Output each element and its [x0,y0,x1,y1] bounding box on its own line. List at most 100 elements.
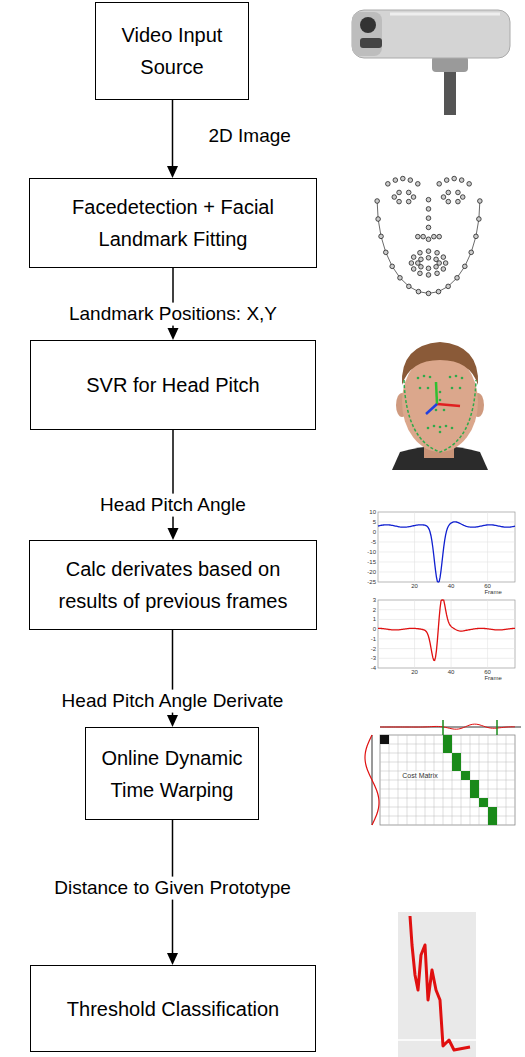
tick-label: 2 [373,607,376,613]
landmark-dot [376,217,381,222]
tick-label: -15 [367,559,376,565]
process-box: Calc derivates based on results of previ… [29,540,317,630]
landmark-dot [406,190,411,195]
grid-line [380,771,515,772]
camera-body [352,10,510,58]
warp-cell [461,771,470,780]
landmark-dot [446,190,451,195]
tick-label: 3 [373,597,376,603]
landmark-dot [436,289,441,294]
fit-dot [439,391,442,394]
box-label: SVR for Head Pitch [86,369,259,401]
landmark-dot [375,199,380,204]
distance-curve [410,916,470,1050]
tick-label: 20 [411,583,418,589]
grid-line [378,562,515,563]
grid-line [380,798,515,799]
tick-label: -5 [371,539,376,545]
box-label: Facedetection + Facial Landmark Fitting [42,191,304,255]
landmark-dot [411,267,416,272]
grid-line [378,542,515,543]
fit-dot [451,427,454,430]
landmark-dot [459,178,464,183]
camera-picture [352,10,510,115]
edge-label: Head Pitch Angle [98,494,248,517]
arrow-line [172,100,174,166]
fit-dot [443,409,446,412]
landmark-dot [469,250,474,255]
fit-dot [459,387,462,390]
process-box: Online Dynamic Time Warping [85,727,259,820]
window-marker [496,720,498,735]
landmark-dot [421,234,426,239]
box-label: Online Dynamic Time Warping [98,742,246,806]
landmark-dot [397,190,402,195]
landmark-dot [406,199,411,204]
flow-arrow [168,430,179,540]
grid-line [378,619,515,620]
fit-dot [423,375,426,378]
landmark-dot [418,271,423,276]
landmark-dot [434,257,439,262]
plot-frame [378,512,515,582]
grid-line [380,789,515,790]
landmark-dot [446,284,451,289]
arrow-head [168,528,179,540]
box-label: Video Input Source [108,19,236,83]
landmark-dot [398,276,403,281]
landmark-dot [463,264,468,269]
fit-dot [455,375,458,378]
threshold-line [398,1039,476,1041]
process-box: Threshold Classification [30,965,316,1052]
tick-label: -2 [371,646,376,652]
warp-cell [443,744,452,753]
distance-chart [398,912,476,1057]
grid-line [380,762,515,763]
grid-line [380,780,515,781]
fit-dot [439,431,442,434]
landmark-dot [419,257,424,262]
axis-label: Frame [484,675,501,681]
grid-line [487,600,488,668]
landmark-dot [397,199,402,204]
process-box: Video Input Source [95,2,249,100]
fit-dot [417,377,420,380]
arrow-head [167,715,178,727]
landmark-dot [426,237,431,242]
fit-dot [429,376,432,379]
hair [402,342,478,385]
landmark-dot [478,199,483,204]
tick-label: -10 [367,549,376,555]
axis-label: Frame [484,589,501,595]
tick-label: -25 [367,579,376,585]
plot-frame [378,600,515,668]
landmark-dot [393,178,398,183]
angle-plot [378,512,515,582]
start-cell [380,735,389,744]
warp-cell [488,807,497,816]
box-label: Calc derivates based on results of previ… [42,553,304,617]
derivative-plot [378,600,515,668]
grid-line [378,638,515,639]
landmark-dot [435,250,440,255]
tick-label: -20 [367,569,376,575]
warp-cell [470,789,479,798]
warp-cell [479,798,488,807]
landmark-dot [426,197,431,202]
jaw-line [377,201,480,293]
grid-line [378,552,515,553]
fit-dot [427,387,430,390]
arrow-head [167,166,178,178]
landmark-dot [435,271,440,276]
landmark-dot [411,255,416,260]
grid-line [378,522,515,523]
warp-cell [452,762,461,771]
camera-highlight [390,13,500,16]
fit-dot [439,426,442,429]
landmark-dot [432,234,437,239]
arrow-head [167,953,178,965]
landmark-dot [441,255,446,260]
cost-matrix-picture [365,720,521,825]
landmark-dot [392,195,397,200]
